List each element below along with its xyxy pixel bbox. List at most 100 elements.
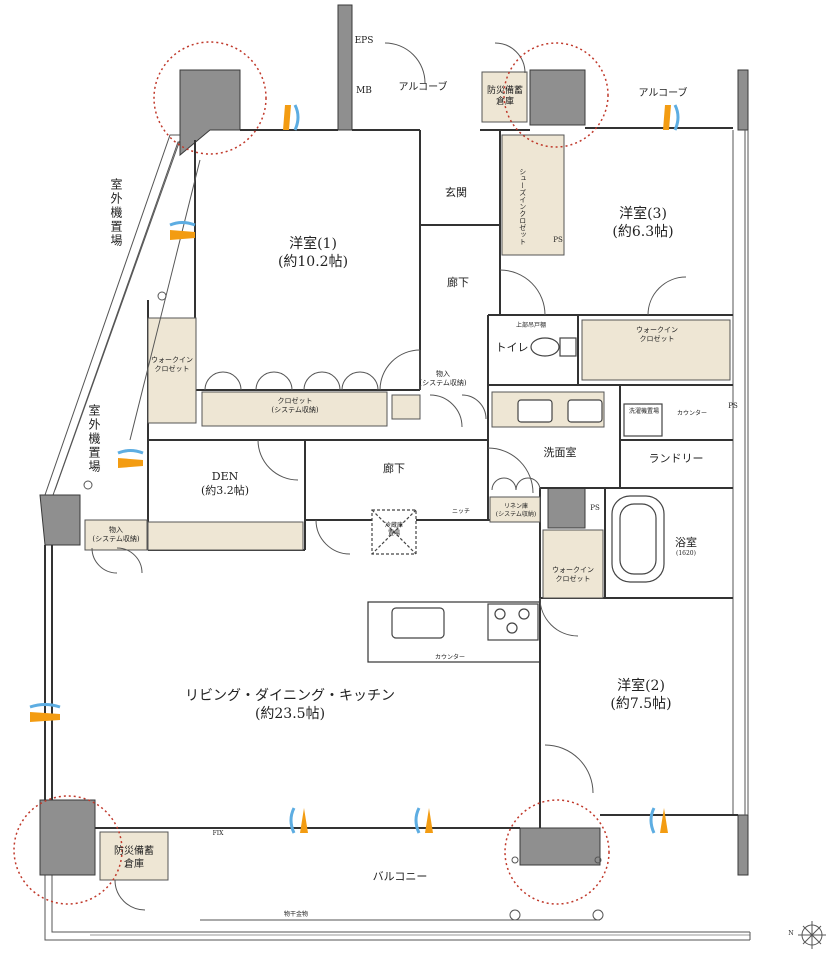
label-storage-hall: 物入 (システム収納) [408, 370, 478, 388]
label-counter-laundry: カウンター [676, 410, 707, 417]
label-ps-right: PS [728, 402, 738, 410]
room-balcony: バルコニー [372, 870, 428, 883]
label-compass: N [788, 930, 794, 937]
label-line: 防災備蓄 [114, 846, 154, 857]
label-shoes-in-closet: シューズインクロゼット [518, 168, 527, 245]
label-alcove-right: アルコーブ [638, 88, 688, 99]
label-line: ウォークイン [636, 326, 678, 334]
room-name: リビング・ダイニング・キッチン [185, 688, 395, 704]
label-line: 倉庫 [124, 858, 144, 870]
room-western2: 洋室(2) (約7.5帖) [596, 678, 686, 713]
column-ps-bath [547, 487, 586, 529]
room-western3: 洋室(3) (約6.3帖) [598, 206, 688, 241]
kitchen-sink [391, 607, 445, 639]
label-line: (システム収納) [271, 405, 319, 414]
balcony-details [200, 856, 604, 921]
highlight-circle-2 [503, 42, 609, 148]
stove [487, 603, 539, 641]
outdoor-unit-areas [54, 139, 201, 491]
room-name: 洋室(2) [617, 678, 665, 694]
label-outdoor-unit-bottom: 室外機置場 [87, 404, 101, 474]
label-line: クロゼット [277, 397, 313, 405]
sink-1 [517, 399, 553, 423]
label-line: 防災備蓄 [486, 86, 523, 96]
room-bath: 浴室 (1620) [664, 536, 708, 557]
room-laundry: ランドリー [648, 452, 704, 465]
label-line: (システム収納) [92, 534, 140, 543]
room-size: (約10.2帖) [277, 253, 349, 270]
label-line: クロゼット [639, 334, 675, 343]
wall-right-top [737, 69, 749, 131]
room-name: 洋室(3) [619, 206, 667, 222]
label-niche: ニッチ [451, 508, 470, 515]
interior-walls [44, 127, 738, 829]
label-line: ウォークイン [151, 356, 193, 364]
vent-markers [29, 104, 680, 834]
label-line: ウォークイン [552, 566, 594, 574]
room-size: (1620) [676, 549, 696, 557]
room-name: 洋室(1) [289, 236, 337, 252]
label-linen: リネン庫 (システム収納) [490, 503, 542, 518]
label-ps-top: PS [553, 236, 563, 244]
storage-hall-box [391, 394, 421, 420]
wall-right-bottom [737, 814, 749, 876]
room-hall-upper: 廊下 [447, 276, 469, 289]
toilet-sink [559, 337, 577, 357]
closet-main [201, 391, 388, 427]
label-fix: FIX [212, 830, 224, 837]
room-size: (約7.5帖) [610, 695, 672, 712]
label-washer: 洗濯機置場 [628, 408, 659, 415]
label-line: リネン庫 [503, 503, 528, 510]
vent-icon [283, 104, 300, 131]
column-left-mid [39, 494, 81, 546]
toilet-bowl [530, 337, 560, 357]
wall-eps [337, 4, 353, 131]
highlight-circle-3 [13, 795, 123, 905]
structural-walls [39, 4, 749, 876]
label-walkin-left: ウォークイン クロゼット [148, 356, 196, 374]
room-washroom: 洗面室 [543, 446, 577, 459]
label-outdoor-unit-top: 室外機置場 [109, 178, 123, 248]
label-line: クロゼット [555, 574, 591, 583]
label-line: 置場 [387, 529, 400, 537]
vent-icon [649, 807, 668, 834]
closet-door-arcs [204, 371, 541, 491]
vent-icon [663, 104, 680, 131]
label-line: (システム収納) [419, 378, 467, 387]
vent-icon [414, 807, 433, 834]
label-walkin-right: ウォークイン クロゼット [622, 326, 692, 344]
room-den: DEN (約3.2帖) [190, 470, 260, 498]
highlight-circles [13, 41, 610, 905]
column-top-right [529, 69, 586, 126]
label-line: 物入 [109, 526, 123, 534]
label-line: (システム収納) [495, 510, 537, 518]
shoes-in-closet [501, 134, 565, 256]
door-swings [91, 42, 687, 911]
label-alcove-left: アルコーブ [398, 82, 448, 93]
right-exterior-wall [732, 130, 749, 815]
walkin-bath [542, 529, 604, 599]
vent-icon [29, 703, 61, 722]
label-line: 物入 [436, 370, 450, 378]
label-upper-shelf: 上部吊戸棚 [515, 322, 546, 329]
label-closet-main: クロゼット (システム収納) [240, 397, 350, 415]
compass-icon [798, 921, 826, 949]
room-name: DEN [211, 470, 239, 483]
washer [623, 403, 663, 437]
storage-den-strip [147, 521, 304, 551]
label-line: 倉庫 [495, 97, 514, 108]
room-size: (約6.3帖) [612, 223, 674, 240]
label-disaster-bottom: 防災備蓄 倉庫 [100, 846, 168, 871]
column-bottom-left [39, 799, 96, 876]
vent-icon [289, 807, 308, 834]
label-fridge: 冷蔵庫 置場 [372, 522, 416, 537]
column-bottom-mid [519, 827, 601, 866]
label-line: クロゼット [154, 364, 190, 373]
room-entrance: 玄関 [445, 186, 467, 199]
label-line: 冷蔵庫 [384, 522, 403, 529]
room-ldk: リビング・ダイニング・キッチン (約23.5帖) [180, 688, 400, 723]
room-name: 浴室 [675, 536, 697, 549]
highlight-circle-4 [504, 799, 610, 905]
vent-icon [117, 449, 144, 468]
